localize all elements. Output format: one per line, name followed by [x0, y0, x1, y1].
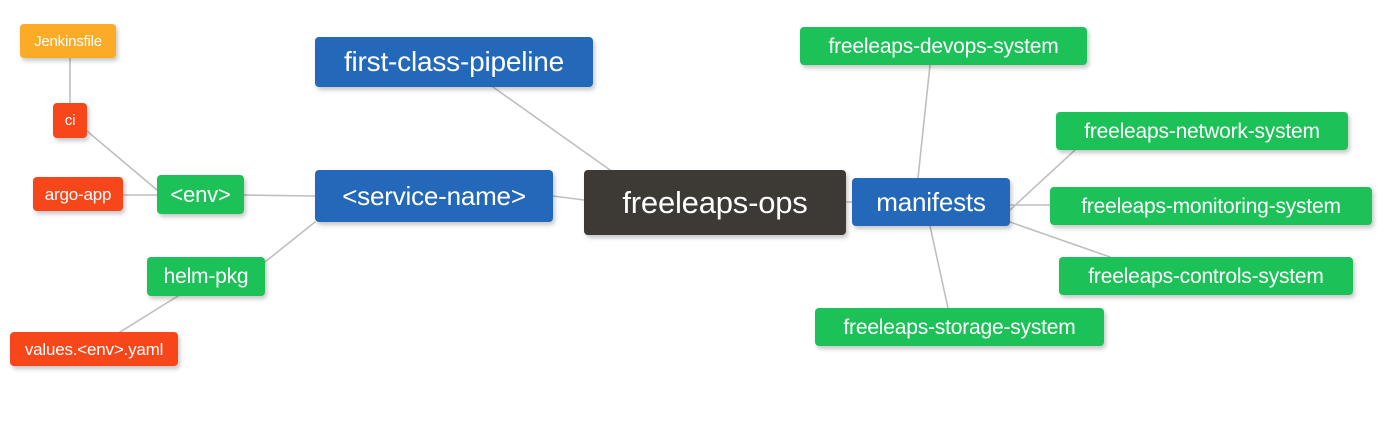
edge-first-class-pipeline-to-freeleaps-ops	[492, 86, 611, 171]
edge-env-to-service-name	[243, 194, 316, 197]
node-freeleaps-monitoring-system[interactable]: freeleaps-monitoring-system	[1050, 187, 1372, 225]
node-argo-app[interactable]: argo-app	[33, 177, 123, 211]
node-label-freeleaps-controls-system: freeleaps-controls-system	[1088, 264, 1324, 288]
node-label-jenkinsfile: Jenkinsfile	[34, 32, 102, 50]
edge-manifests-to-freeleaps-devops-system	[917, 64, 931, 179]
edge-service-name-to-freeleaps-ops	[552, 195, 585, 201]
node-service-name[interactable]: <service-name>	[315, 170, 553, 222]
node-label-service-name: <service-name>	[342, 181, 526, 211]
node-freeleaps-devops-system[interactable]: freeleaps-devops-system	[800, 27, 1087, 65]
node-freeleaps-controls-system[interactable]: freeleaps-controls-system	[1059, 257, 1353, 295]
node-label-argo-app: argo-app	[44, 184, 112, 204]
node-ci[interactable]: ci	[53, 103, 87, 138]
node-label-freeleaps-monitoring-system: freeleaps-monitoring-system	[1081, 194, 1341, 218]
edge-helm-pkg-to-values-env-yaml	[119, 295, 179, 333]
node-freeleaps-ops[interactable]: freeleaps-ops	[584, 170, 846, 235]
node-label-freeleaps-storage-system: freeleaps-storage-system	[843, 315, 1076, 339]
node-jenkinsfile[interactable]: Jenkinsfile	[20, 24, 116, 58]
node-values-env-yaml[interactable]: values.<env>.yaml	[10, 332, 178, 366]
node-label-first-class-pipeline: first-class-pipeline	[343, 46, 565, 77]
node-label-freeleaps-ops: freeleaps-ops	[622, 185, 808, 220]
node-helm-pkg[interactable]: helm-pkg	[147, 257, 265, 296]
node-label-env: <env>	[170, 181, 231, 207]
node-label-values-env-yaml: values.<env>.yaml	[24, 339, 164, 359]
node-freeleaps-network-system[interactable]: freeleaps-network-system	[1056, 112, 1348, 150]
edge-service-name-to-helm-pkg	[264, 221, 316, 263]
edge-manifests-to-freeleaps-controls-system	[1009, 221, 1111, 258]
node-first-class-pipeline[interactable]: first-class-pipeline	[315, 37, 593, 87]
node-label-ci: ci	[64, 112, 76, 129]
node-label-freeleaps-network-system: freeleaps-network-system	[1084, 119, 1320, 143]
node-label-helm-pkg: helm-pkg	[163, 265, 249, 288]
node-label-manifests: manifests	[876, 187, 986, 217]
edge-manifests-to-freeleaps-storage-system	[929, 225, 949, 309]
node-env[interactable]: <env>	[157, 175, 244, 214]
node-label-freeleaps-devops-system: freeleaps-devops-system	[828, 34, 1059, 58]
node-manifests[interactable]: manifests	[852, 178, 1010, 226]
node-freeleaps-storage-system[interactable]: freeleaps-storage-system	[815, 308, 1104, 346]
